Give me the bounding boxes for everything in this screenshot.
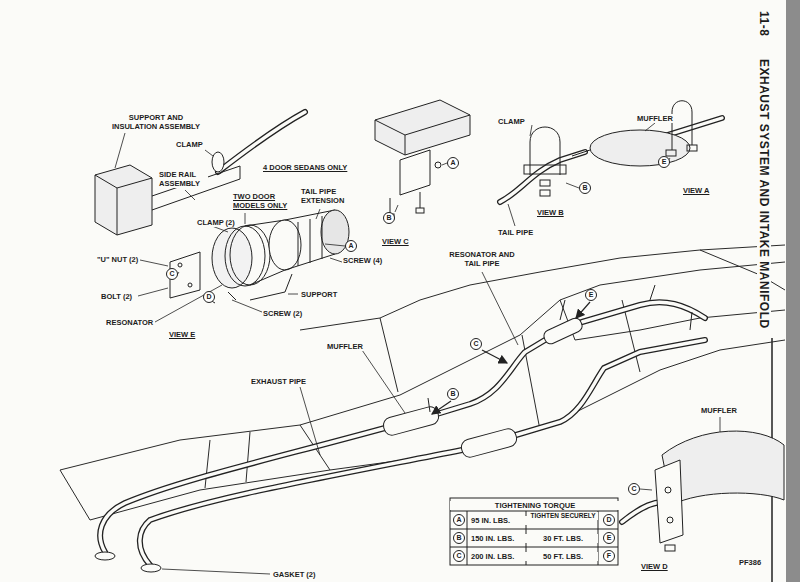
callout-letter: B — [579, 182, 591, 194]
callout-letter: A — [345, 240, 357, 252]
part-label: RESONATOR — [105, 318, 154, 327]
callout-letter: F — [603, 550, 615, 562]
view-a-drawing — [666, 101, 697, 156]
page-edge — [786, 0, 800, 582]
callout-letter: E — [658, 156, 670, 168]
part-label: "U" NUT (2) — [96, 255, 139, 264]
view-d-drawing — [655, 431, 784, 551]
part-label: TAIL PIPE — [497, 228, 534, 237]
view-title: VIEW E — [168, 330, 196, 339]
part-label: GASKET (2) — [272, 570, 317, 579]
table-cell: 30 FT. LBS. — [528, 534, 598, 543]
view-title: VIEW B — [536, 208, 565, 217]
callout-letter: C — [453, 550, 465, 562]
table-cell: TIGHTENING TORQUE — [450, 501, 620, 510]
view-b-drawing — [524, 127, 690, 196]
view-title: VIEW D — [640, 562, 669, 571]
part-label: BOLT (2) — [100, 292, 133, 301]
part-label: PF386 — [738, 558, 762, 567]
part-label: CLAMP — [175, 140, 204, 149]
view-c-drawing — [375, 100, 470, 219]
table-cell: 200 IN. LBS. — [470, 552, 527, 561]
view-title: 4 DOOR SEDANS ONLY — [262, 163, 348, 172]
part-label: CLAMP (2) — [196, 218, 236, 227]
part-label: MUFFLER — [326, 342, 364, 351]
view-title: VIEW A — [682, 186, 710, 195]
callout-letter: C — [628, 483, 640, 495]
table-cell: 150 IN. LBS. — [470, 534, 527, 543]
callout-letter: A — [447, 157, 459, 169]
part-label: SCREW (2) — [262, 309, 303, 318]
page-heading: EXHAUST SYSTEM AND INTAKE MANIFOLD — [757, 58, 771, 330]
view-e-drawing — [95, 152, 349, 303]
part-label: TAIL PIPE EXTENSION — [300, 187, 354, 205]
part-label: CLAMP — [497, 117, 526, 126]
callout-letter: E — [603, 532, 615, 544]
callout-letter: A — [453, 514, 465, 526]
part-label: MUFFLER — [636, 114, 674, 123]
table-cell: 50 FT. LBS. — [528, 552, 598, 561]
callout-letter: C — [166, 268, 178, 280]
callout-letter: B — [383, 212, 395, 224]
view-title: TWO DOOR MODELS ONLY — [232, 192, 292, 210]
part-label: SUPPORT — [300, 290, 338, 299]
leader-lines — [115, 123, 720, 574]
part-label: SUPPORT AND INSULATION ASSEMBLY — [105, 113, 207, 131]
callout-letter: B — [453, 532, 465, 544]
callout-letter: E — [585, 289, 597, 301]
table-cell: 95 IN. LBS. — [470, 516, 527, 525]
mufflers — [95, 285, 692, 572]
part-label: EXHAUST PIPE — [250, 377, 307, 386]
callout-letter: D — [203, 291, 215, 303]
part-label: SIDE RAIL ASSEMBLY — [158, 170, 208, 188]
part-label: MUFFLER — [700, 406, 738, 415]
callout-letter: C — [470, 338, 482, 350]
callout-letter: B — [447, 388, 459, 400]
part-label: RESONATOR AND TAIL PIPE — [442, 250, 522, 268]
view-title: VIEW C — [381, 237, 410, 246]
page-number: 11-8 — [757, 10, 771, 37]
table-cell: TIGHTEN SECURELY — [528, 512, 598, 520]
exhaust-pipes — [100, 112, 722, 565]
callout-letter: D — [603, 514, 615, 526]
part-label: SCREW (4) — [342, 256, 383, 265]
callout-arrows — [432, 302, 590, 414]
